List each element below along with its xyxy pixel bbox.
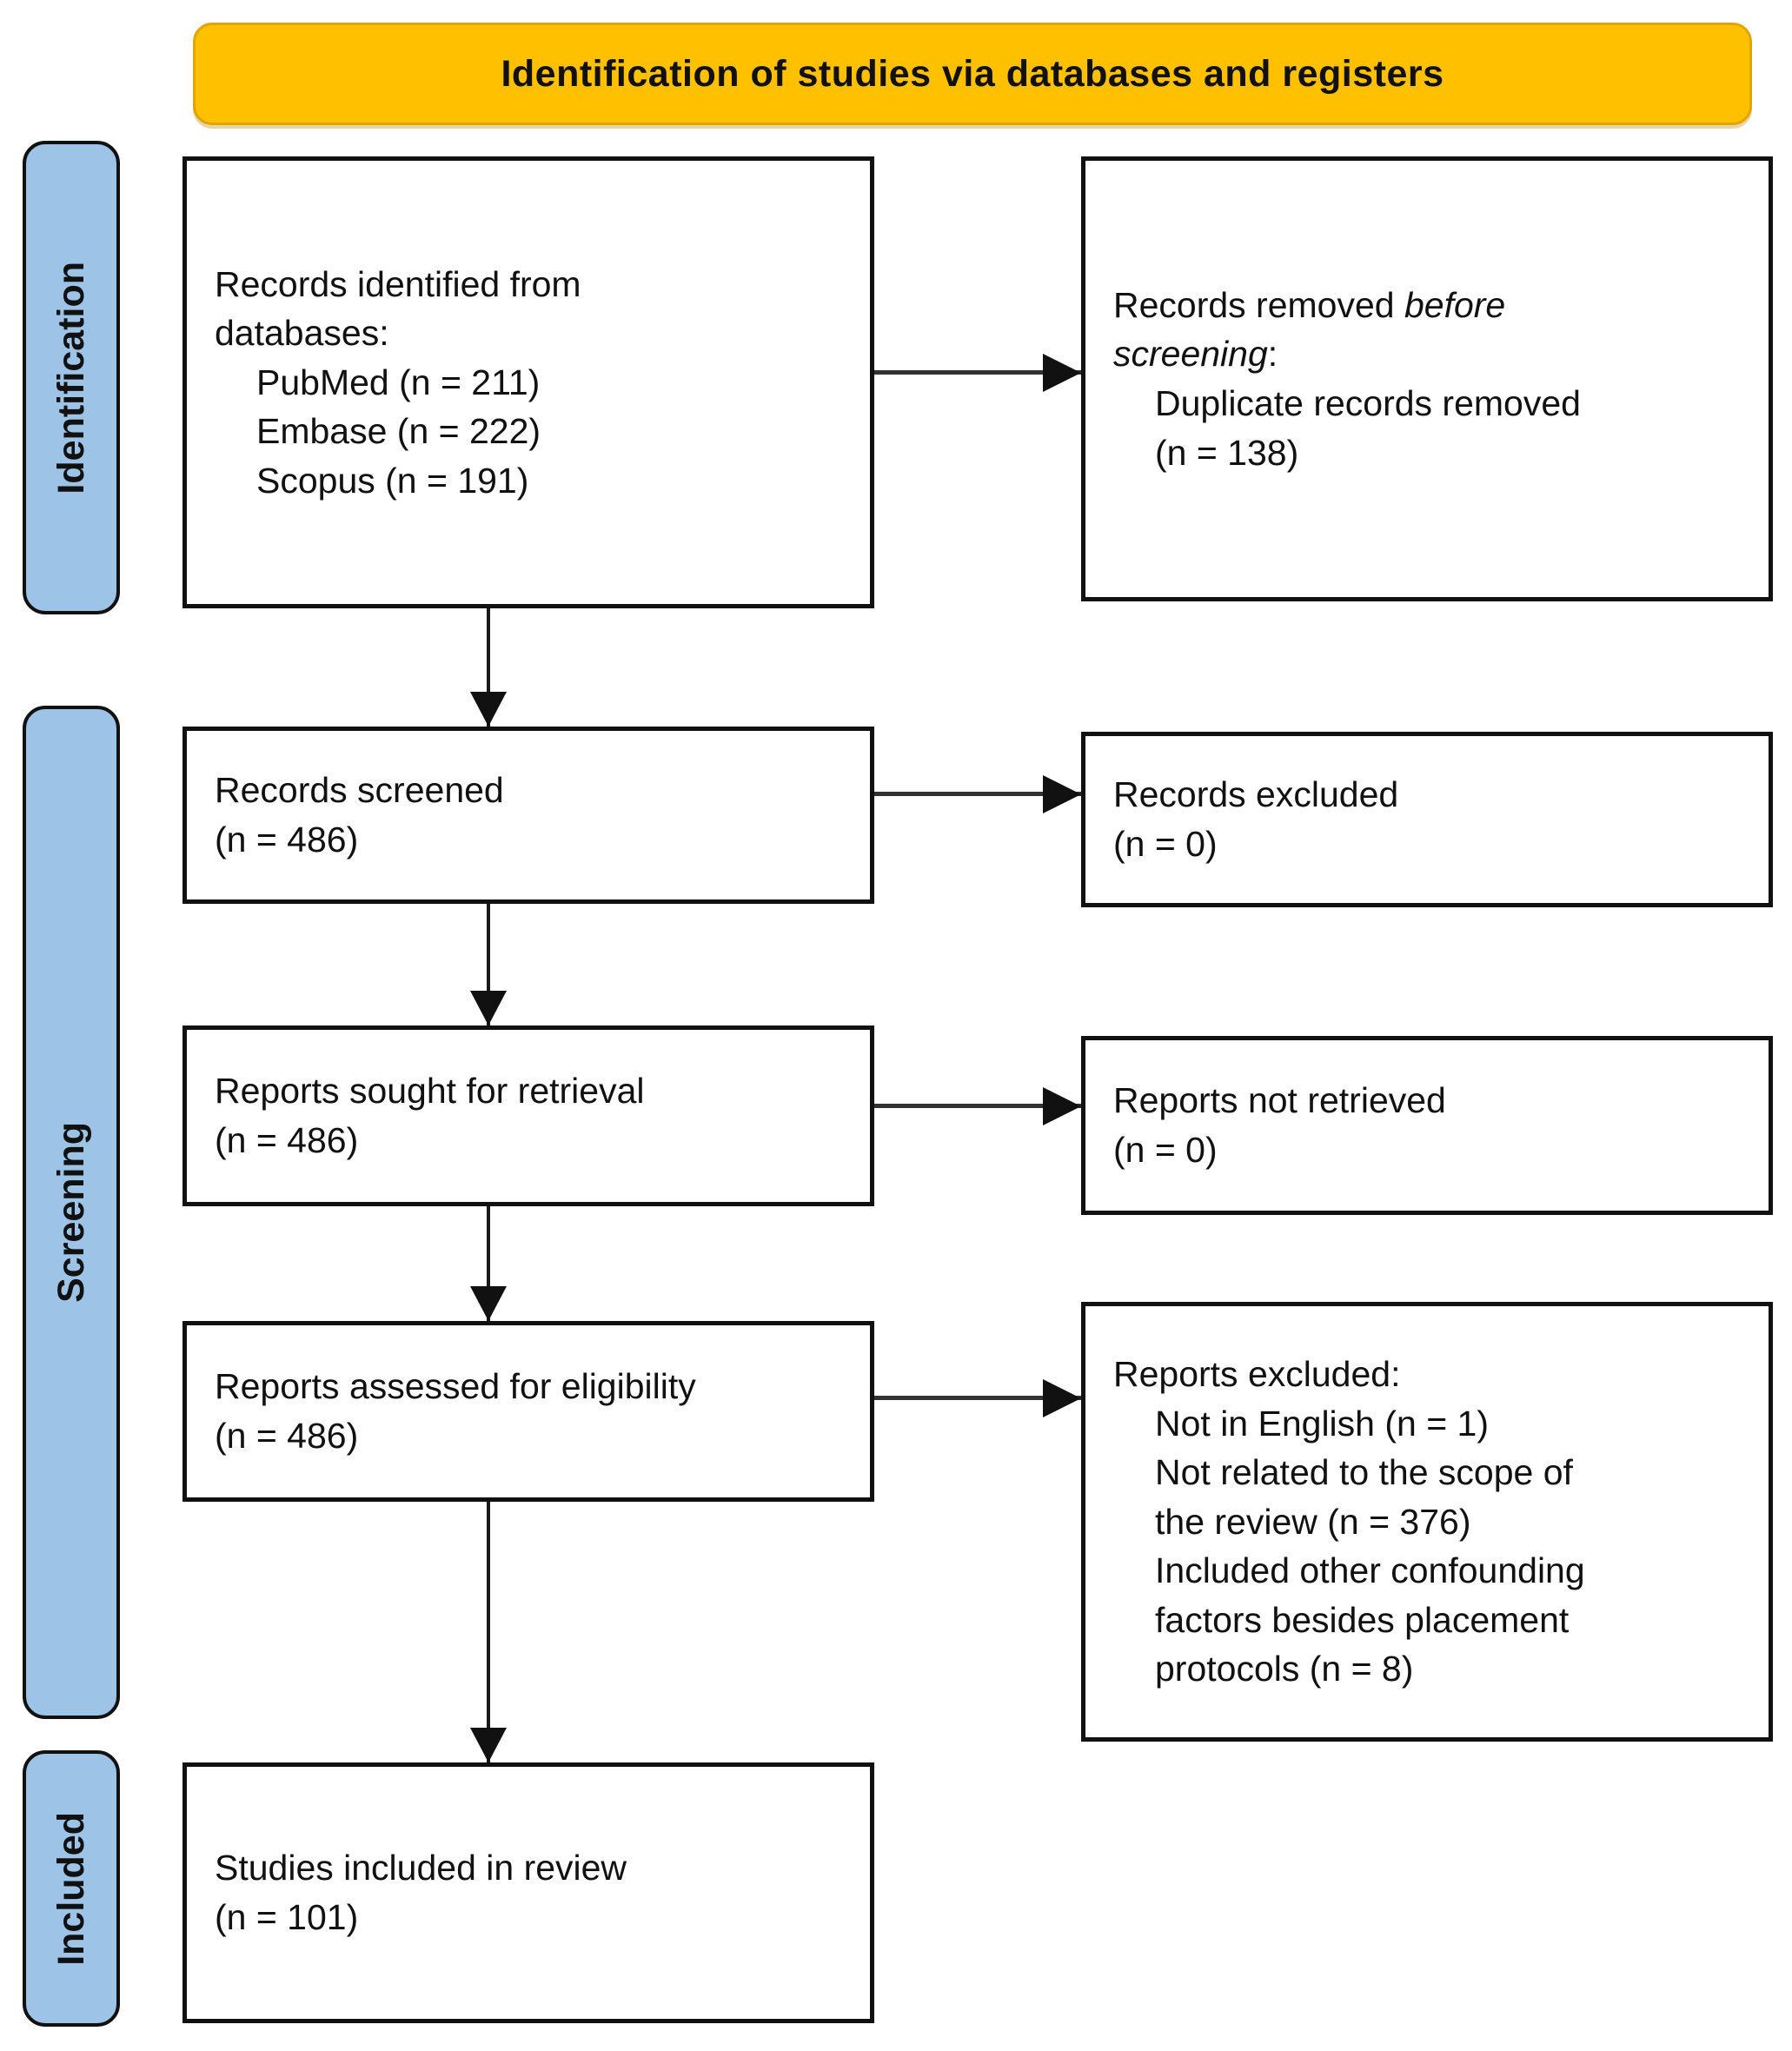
stage-label-included: Included — [50, 1811, 92, 1966]
arrow-down-icon — [487, 1206, 490, 1321]
stage-label-screening: Screening — [50, 1122, 92, 1303]
records-identified-item-pubmed: PubMed (n = 211) — [256, 362, 541, 402]
reports-excluded-box: Reports excluded: Not in English (n = 1)… — [1081, 1302, 1773, 1742]
records-screened-heading: Records screened (n = 486) — [215, 770, 504, 860]
arrow-right-icon — [874, 1396, 1081, 1400]
reports-not-retrieved-heading: Reports not retrieved (n = 0) — [1113, 1080, 1446, 1170]
records-removed-heading-suffix: : — [1267, 334, 1278, 375]
arrow-down-icon — [487, 904, 490, 1026]
banner-title: Identification of studies via databases … — [501, 52, 1444, 95]
arrow-right-icon — [874, 792, 1081, 796]
records-removed-item-duplicates: Duplicate records removed (n = 138) — [1155, 383, 1581, 473]
arrow-down-icon — [487, 1502, 490, 1762]
stage-pill-identification: Identification — [23, 141, 120, 614]
reports-sought-box: Reports sought for retrieval (n = 486) — [183, 1026, 874, 1206]
records-removed-box: Records removed before screening: Duplic… — [1081, 156, 1773, 601]
records-removed-heading-italic: before screening — [1113, 284, 1506, 375]
studies-included-box: Studies included in review (n = 101) — [183, 1762, 874, 2023]
records-identified-box: Records identified from databases: PubMe… — [183, 156, 874, 608]
arrow-right-icon — [874, 370, 1081, 375]
records-screened-box: Records screened (n = 486) — [183, 727, 874, 904]
studies-included-heading: Studies included in review (n = 101) — [215, 1848, 627, 1937]
records-identified-heading: Records identified from databases: — [215, 263, 581, 354]
stage-pill-screening: Screening — [23, 706, 120, 1719]
reports-excluded-item-confounding: Included other confounding factors besid… — [1155, 1550, 1585, 1689]
reports-sought-heading: Reports sought for retrieval (n = 486) — [215, 1071, 645, 1160]
reports-assessed-heading: Reports assessed for eligibility (n = 48… — [215, 1366, 696, 1456]
records-excluded-box: Records excluded (n = 0) — [1081, 732, 1773, 907]
records-removed-heading-prefix: Records removed — [1113, 284, 1404, 325]
records-identified-item-scopus: Scopus (n = 191) — [256, 460, 529, 501]
reports-excluded-item-scope: Not related to the scope of the review (… — [1155, 1452, 1573, 1542]
records-identified-item-embase: Embase (n = 222) — [256, 411, 541, 452]
records-excluded-heading: Records excluded (n = 0) — [1113, 774, 1399, 864]
reports-excluded-heading: Reports excluded: — [1113, 1353, 1401, 1394]
reports-assessed-box: Reports assessed for eligibility (n = 48… — [183, 1321, 874, 1502]
arrow-right-icon — [874, 1104, 1081, 1108]
banner: Identification of studies via databases … — [193, 23, 1752, 125]
arrow-down-icon — [487, 608, 490, 727]
reports-excluded-item-language: Not in English (n = 1) — [1155, 1403, 1489, 1444]
records-removed-heading: Records removed before screening: — [1113, 281, 1742, 379]
reports-not-retrieved-box: Reports not retrieved (n = 0) — [1081, 1036, 1773, 1215]
stage-label-identification: Identification — [50, 261, 92, 494]
stage-pill-included: Included — [23, 1750, 120, 2027]
